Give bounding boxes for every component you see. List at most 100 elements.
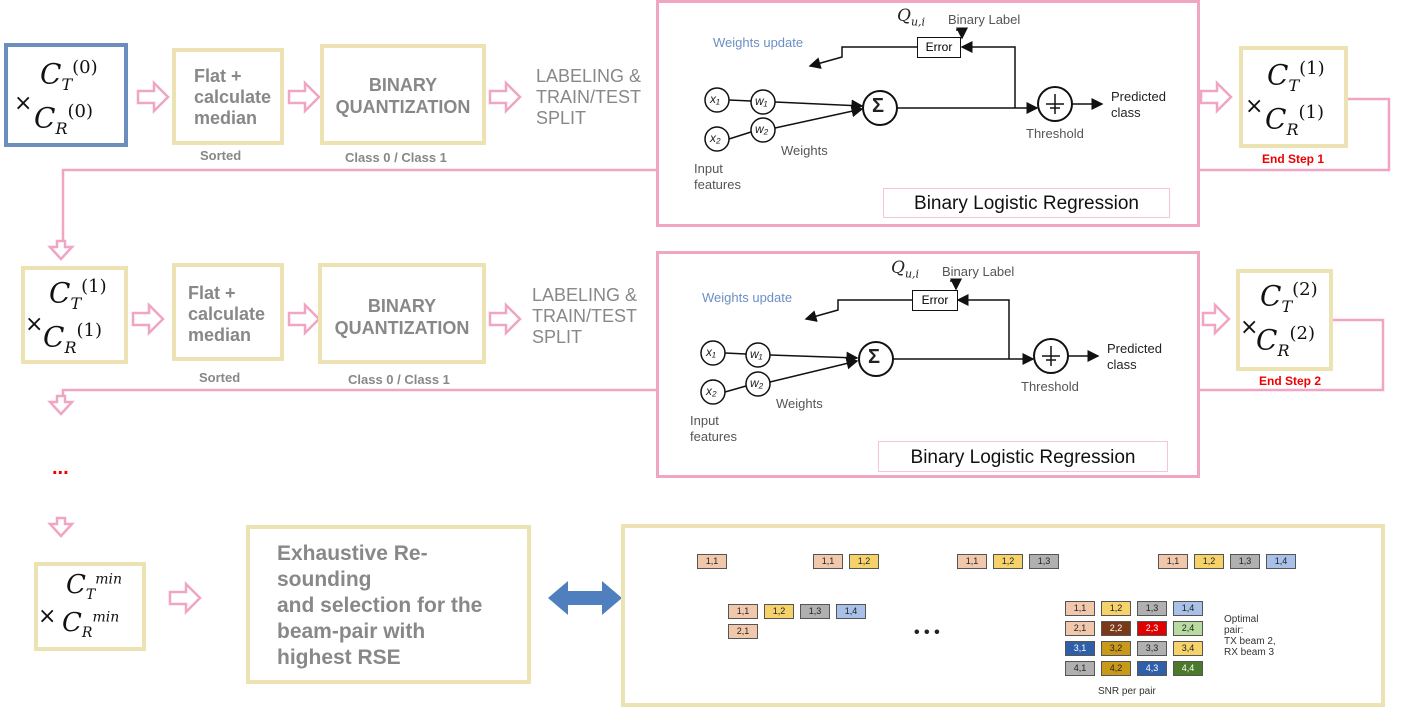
- beam-cell: 2,4: [1173, 621, 1203, 636]
- lr-title-1: Binary Logistic Regression: [883, 188, 1170, 218]
- sigma-node: Σ: [868, 346, 881, 368]
- arrow-r1-2: [287, 79, 321, 115]
- logistic-regression-box-1: [656, 0, 1200, 227]
- c1-out-box: × CT(1) CR(1): [1239, 46, 1348, 148]
- end-step-1: End Step 1: [1262, 152, 1325, 166]
- beam-cell: 1,3: [800, 604, 830, 619]
- end-step-2: End Step 2: [1259, 374, 1322, 388]
- beam-cell: 1,2: [993, 554, 1023, 569]
- beam-cell: 3,1: [1065, 641, 1095, 656]
- w1-node: w₁: [755, 94, 768, 108]
- arrow-down-3: [47, 516, 75, 538]
- beam-cell: 3,2: [1101, 641, 1131, 656]
- beam-cell: 3,3: [1137, 641, 1167, 656]
- x1-node: x₁: [710, 92, 720, 106]
- arrow-down-1: [47, 239, 75, 261]
- c0-box: × CT(0) CR(0): [4, 43, 128, 147]
- times-symbol: ×: [38, 604, 57, 629]
- beam-cell: 1,2: [1194, 554, 1224, 569]
- lr2-diagram: [700, 278, 1100, 405]
- arrow-r2-1: [131, 301, 165, 337]
- c1-in-box: × CT(1) CR(1): [21, 266, 128, 364]
- beam-cell: 1,4: [1266, 554, 1296, 569]
- cmin-box: × CTmin CRmin: [34, 562, 146, 651]
- cr-label: CR(1): [43, 320, 102, 357]
- weights-label: Weights: [781, 143, 828, 158]
- ellipsis-dots: ...: [52, 457, 69, 479]
- pink-connectors: [61, 97, 1391, 396]
- cr-label: CR(1): [1265, 102, 1324, 139]
- x1-node: x₁: [706, 345, 716, 359]
- beam-cell: 1,3: [1230, 554, 1260, 569]
- arrow-r1-1: [136, 79, 170, 115]
- beam-cell: 1,1: [957, 554, 987, 569]
- ct-label: CT(2): [1260, 279, 1318, 316]
- beam-cell: 2,1: [1065, 621, 1095, 636]
- sorted-caption-1: Sorted: [200, 148, 242, 163]
- weights-update-label: Weights update: [713, 35, 804, 50]
- beam-cell: 1,2: [764, 604, 794, 619]
- arrow-r2-2: [287, 301, 321, 337]
- sigma-node: Σ: [872, 95, 885, 117]
- beam-cell: 4,1: [1065, 661, 1095, 676]
- beam-cell: 4,3: [1137, 661, 1167, 676]
- w2-node: w₂: [750, 376, 764, 390]
- threshold-label: Threshold: [1021, 379, 1079, 394]
- times-symbol: ×: [25, 312, 44, 337]
- c2-out-box: × CT(2) CR(2): [1236, 269, 1333, 371]
- beam-cell: 2,3: [1137, 621, 1167, 636]
- times-symbol: ×: [1240, 315, 1259, 340]
- cr-label: CR(2): [1256, 323, 1315, 360]
- q-label: Qu,i: [891, 258, 920, 281]
- snr-per-pair-label: SNR per pair: [1098, 686, 1156, 697]
- beam-cell: 1,2: [1101, 601, 1131, 616]
- w1-node: w₁: [750, 347, 763, 361]
- beam-cell: 4,4: [1173, 661, 1203, 676]
- beam-cell: 1,2: [849, 554, 879, 569]
- pink-arrows: [47, 79, 1233, 616]
- weights-update-label: Weights update: [702, 290, 793, 305]
- arrow-r1-4: [1199, 79, 1233, 115]
- beam-cell: 2,1: [728, 624, 758, 639]
- ct-label: CT(0): [40, 57, 98, 94]
- ct-label: CT(1): [49, 276, 107, 313]
- arrow-r1-3: [488, 79, 522, 115]
- beam-cell: 2,2: [1101, 621, 1131, 636]
- beam-cell: 1,4: [836, 604, 866, 619]
- beam-cell: 4,2: [1101, 661, 1131, 676]
- arrow-r2-4: [1201, 301, 1231, 337]
- lr-title-2: Binary Logistic Regression: [878, 441, 1168, 472]
- beam-cell: 3,4: [1173, 641, 1203, 656]
- ct-label: CTmin: [66, 570, 123, 604]
- arrow-r2-3: [488, 301, 522, 337]
- times-symbol: ×: [14, 91, 33, 116]
- x2-node: x₂: [710, 131, 721, 145]
- error-box: Error: [917, 37, 961, 58]
- binary-label: Binary Label: [948, 12, 1021, 27]
- arrow-cmin: [168, 580, 202, 616]
- beam-cell: 1,3: [1137, 601, 1167, 616]
- logistic-regression-box-2: [656, 251, 1200, 478]
- beam-ellipsis: • • •: [914, 624, 940, 641]
- beam-cell: 1,1: [1158, 554, 1188, 569]
- sorted-caption-2: Sorted: [199, 370, 241, 385]
- threshold-label: Threshold: [1026, 126, 1084, 141]
- binary-label: Binary Label: [942, 264, 1015, 279]
- ct-label: CT(1): [1267, 58, 1325, 95]
